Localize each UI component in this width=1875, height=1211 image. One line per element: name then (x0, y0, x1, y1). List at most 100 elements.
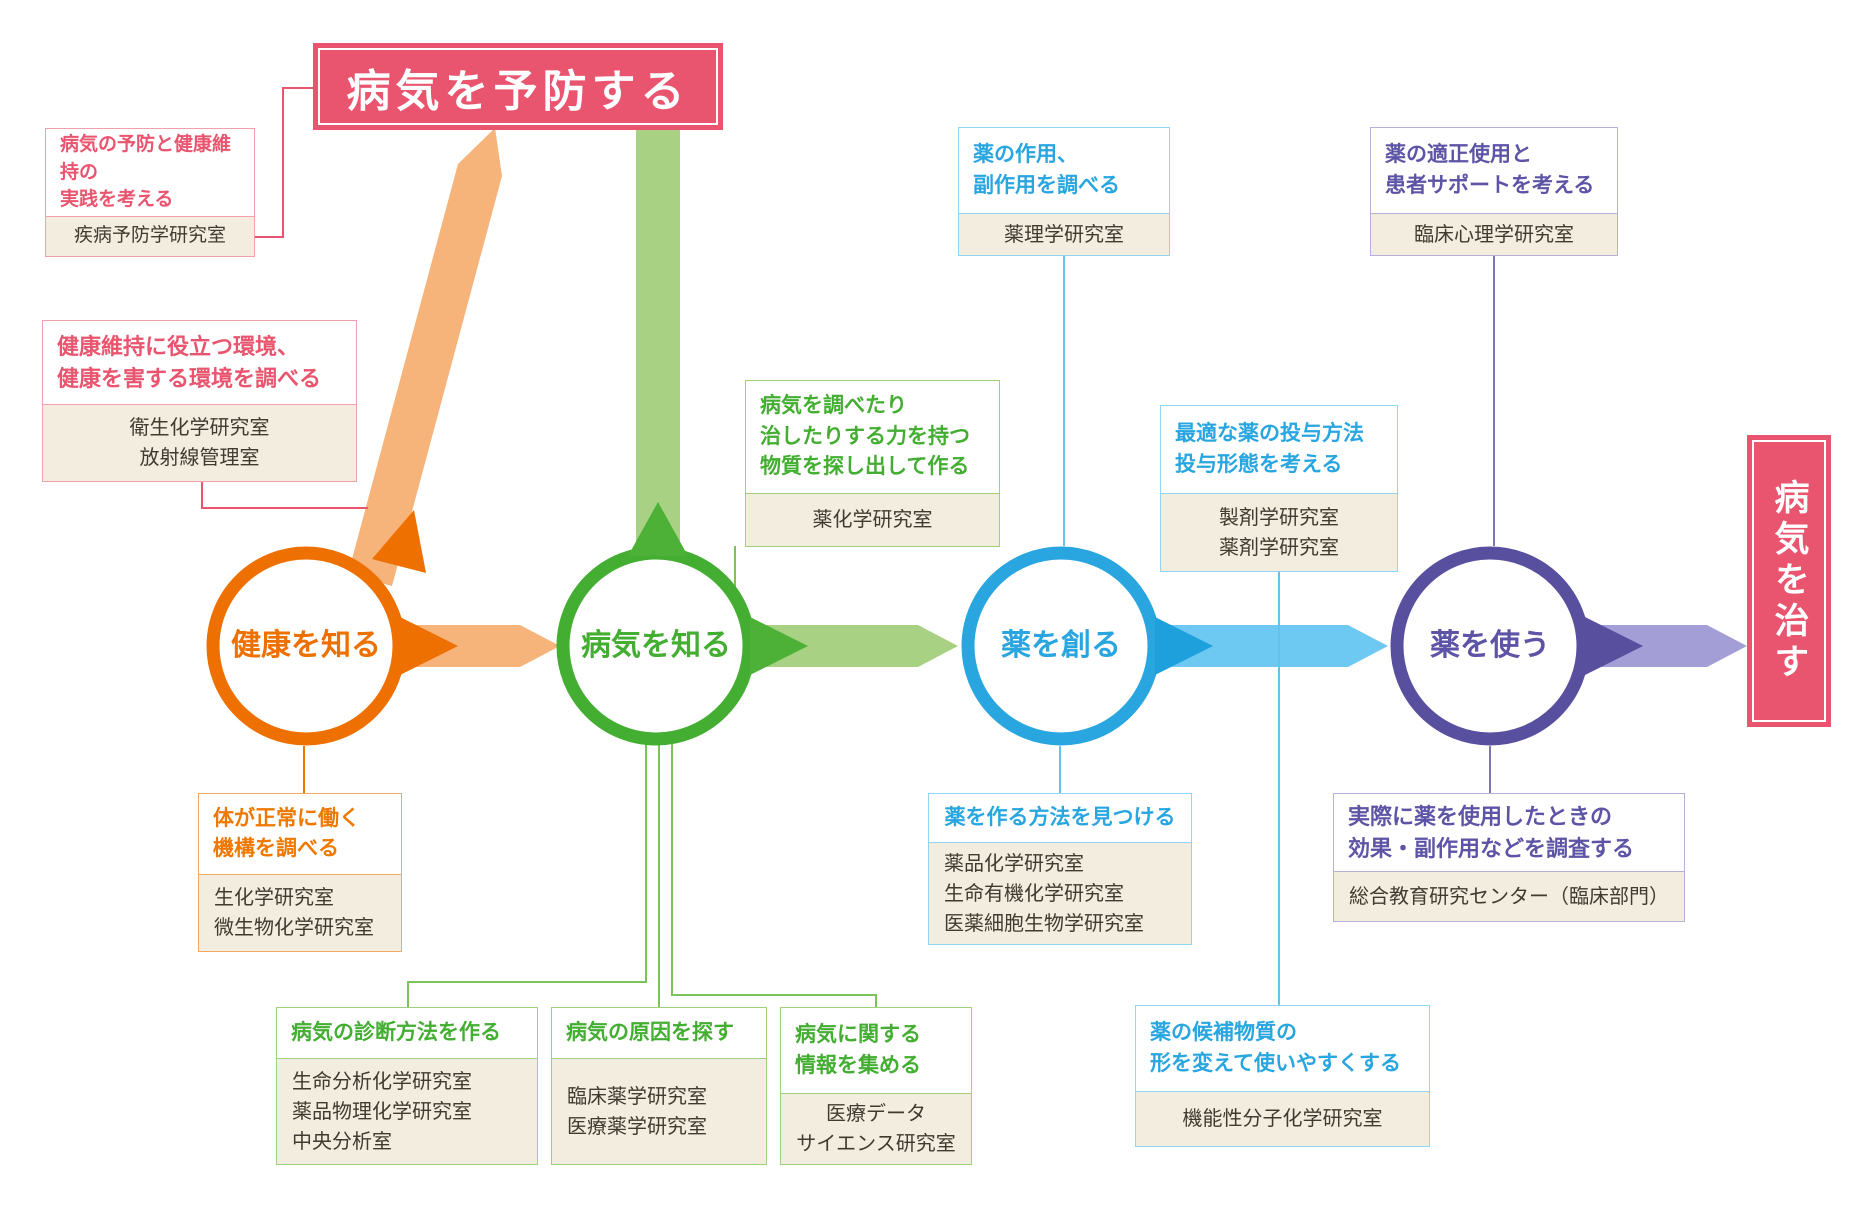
circle-know-disease-label: 病気を知る (581, 629, 731, 662)
box-clinical-psychology: 薬の適正使用と 患者サポートを考える 臨床心理学研究室 (1370, 127, 1618, 256)
arrow-band-vertical-green (636, 130, 680, 560)
box-drug-effect-survey: 実際に薬を使用したときの 効果・副作用などを調査する 総合教育研究センター（臨床… (1333, 793, 1685, 922)
box-labs: 製剤学研究室 薬剤学研究室 (1161, 493, 1397, 571)
lab-name: 薬品化学研究室 (944, 852, 1084, 875)
title-line: 最適な薬の投与方法 (1175, 422, 1364, 446)
lab-name: 放射線管理室 (139, 447, 260, 469)
lab-name: 医薬細胞生物学研究室 (944, 912, 1144, 935)
lab-name: 薬剤学研究室 (1219, 536, 1339, 559)
title-line: 病気を調べたり (760, 394, 907, 418)
title-line: 病気の診断方法を作る (291, 1020, 501, 1044)
chevron-right-blue (1155, 617, 1213, 675)
title-line: 形を変えて使いやすくする (1150, 1051, 1401, 1075)
arrow-band-purple-to-banner (1585, 625, 1747, 667)
box-title: 薬の候補物質の 形を変えて使いやすくする (1136, 1006, 1429, 1091)
title-line: 患者サポートを考える (1385, 173, 1595, 197)
box-title: 病気の診断方法を作る (277, 1008, 537, 1058)
box-pharmacology: 薬の作用、 副作用を調べる 薬理学研究室 (958, 127, 1170, 256)
box-formulation: 最適な薬の投与方法 投与形態を考える 製剤学研究室 薬剤学研究室 (1160, 405, 1398, 572)
box-title: 体が正常に働く 機構を調べる (199, 794, 401, 874)
lab-name: 薬化学研究室 (812, 509, 933, 531)
title-line: 健康維持に役立つ環境、 (57, 333, 300, 359)
box-environment-health: 健康維持に役立つ環境、 健康を害する環境を調べる 衛生化学研究室 放射線管理室 (42, 320, 357, 482)
lab-name: 中央分析室 (292, 1130, 392, 1153)
box-title: 健康維持に役立つ環境、 健康を害する環境を調べる (43, 321, 356, 404)
lab-name: 微生物化学研究室 (214, 917, 374, 939)
lab-name: 総合教育研究センター（臨床部門） (1349, 885, 1669, 908)
box-labs: 機能性分子化学研究室 (1136, 1091, 1429, 1146)
banner-prevent-disease-label: 病気を予防する (346, 66, 690, 116)
box-title: 病気の原因を探す (552, 1008, 766, 1058)
title-line: 情報を集める (795, 1053, 921, 1077)
box-disease-cause: 病気の原因を探す 臨床薬学研究室 医療薬学研究室 (551, 1007, 767, 1165)
circle-know-health (206, 546, 406, 746)
box-candidate-modification: 薬の候補物質の 形を変えて使いやすくする 機能性分子化学研究室 (1135, 1005, 1430, 1147)
title-line: 薬の適正使用と (1385, 143, 1532, 167)
box-labs: 疾病予防学研究室 (46, 216, 254, 256)
title-line: 効果・副作用などを調査する (1348, 835, 1635, 861)
title-line: 病気の予防と健康維持の (60, 134, 232, 183)
lab-name: 製剤学研究室 (1219, 506, 1339, 529)
title-line: 投与形態を考える (1175, 452, 1343, 476)
connector-environment-to-arrow (201, 480, 368, 509)
box-body-mechanism: 体が正常に働く 機構を調べる 生化学研究室 微生物化学研究室 (198, 793, 402, 952)
box-title: 実際に薬を使用したときの 効果・副作用などを調査する (1334, 794, 1684, 871)
title-line: 副作用を調べる (973, 173, 1120, 197)
circle-create-drugs-label: 薬を創る (1001, 629, 1121, 662)
box-title: 最適な薬の投与方法 投与形態を考える (1161, 406, 1397, 493)
lab-name: 機能性分子化学研究室 (1182, 1108, 1383, 1130)
box-disease-prevention: 病気の予防と健康維持の 実践を考える 疾病予防学研究室 (45, 128, 255, 257)
lab-name: 生化学研究室 (214, 887, 334, 909)
box-title: 病気を調べたり 治したりする力を持つ 物質を探し出して作る (746, 381, 999, 493)
box-disease-info: 病気に関する 情報を集める 医療データ サイエンス研究室 (780, 1007, 972, 1165)
lab-name: 医療データ (826, 1103, 926, 1125)
chevron-right-green (750, 617, 808, 675)
connector-prevention-to-banner (255, 87, 313, 238)
connector-disease-circle-to-info (671, 740, 877, 1007)
title-line: 病気に関する (795, 1023, 921, 1047)
title-line: 治したりする力を持つ (760, 424, 970, 448)
title-line: 実際に薬を使用したときの (1348, 803, 1613, 829)
box-labs: 臨床薬学研究室 医療薬学研究室 (552, 1058, 766, 1164)
title-line: 薬の候補物質の (1150, 1021, 1297, 1045)
lab-name: サイエンス研究室 (796, 1133, 956, 1155)
box-labs: 生命分析化学研究室 薬品物理化学研究室 中央分析室 (277, 1058, 537, 1164)
title-line: 健康を害する環境を調べる (57, 365, 322, 391)
box-labs: 衛生化学研究室 放射線管理室 (43, 404, 356, 481)
lab-name: 生命有機化学研究室 (944, 882, 1124, 905)
circle-know-health-label: 健康を知る (231, 629, 381, 662)
box-title: 薬の作用、 副作用を調べる (959, 128, 1169, 213)
banner-prevent-disease: 病気を予防する (313, 43, 723, 130)
chevron-right-orange (400, 617, 458, 675)
lab-name: 疾病予防学研究室 (73, 225, 226, 247)
title-line: 物質を探し出して作る (760, 455, 970, 479)
box-labs: 臨床心理学研究室 (1371, 213, 1617, 255)
lab-name: 衛生化学研究室 (129, 417, 270, 439)
circle-create-drugs (961, 546, 1161, 746)
box-labs: 医療データ サイエンス研究室 (781, 1093, 971, 1164)
circle-use-drugs (1390, 546, 1590, 746)
lab-name: 生命分析化学研究室 (292, 1070, 472, 1093)
connector-disease-circle-to-diagnosis (407, 740, 647, 1007)
lab-name: 医療薬学研究室 (567, 1115, 707, 1138)
banner-cure-disease-label: 病気を治す (1769, 478, 1809, 684)
chevron-up-green (628, 502, 688, 556)
box-labs: 薬理学研究室 (959, 213, 1169, 255)
title-line: 病気の原因を探す (566, 1020, 734, 1044)
arrow-band-green-to-blue (750, 625, 958, 667)
lab-name: 薬理学研究室 (1004, 223, 1124, 246)
lab-name: 薬品物理化学研究室 (292, 1100, 472, 1123)
lab-name: 臨床薬学研究室 (567, 1085, 707, 1108)
box-labs: 薬品化学研究室 生命有機化学研究室 医薬細胞生物学研究室 (929, 842, 1191, 944)
box-labs: 総合教育研究センター（臨床部門） (1334, 871, 1684, 921)
banner-cure-disease: 病気を治す (1747, 435, 1831, 727)
box-drug-synthesis: 薬を作る方法を見つける 薬品化学研究室 生命有機化学研究室 医薬細胞生物学研究室 (928, 793, 1192, 945)
title-line: 実践を考える (60, 189, 174, 211)
title-line: 機構を調べる (213, 837, 339, 860)
circle-use-drugs-label: 薬を使う (1430, 629, 1550, 662)
title-line: 薬を作る方法を見つける (944, 805, 1176, 829)
arrow-band-blue-to-purple (1155, 625, 1388, 667)
box-labs: 薬化学研究室 (746, 493, 999, 546)
